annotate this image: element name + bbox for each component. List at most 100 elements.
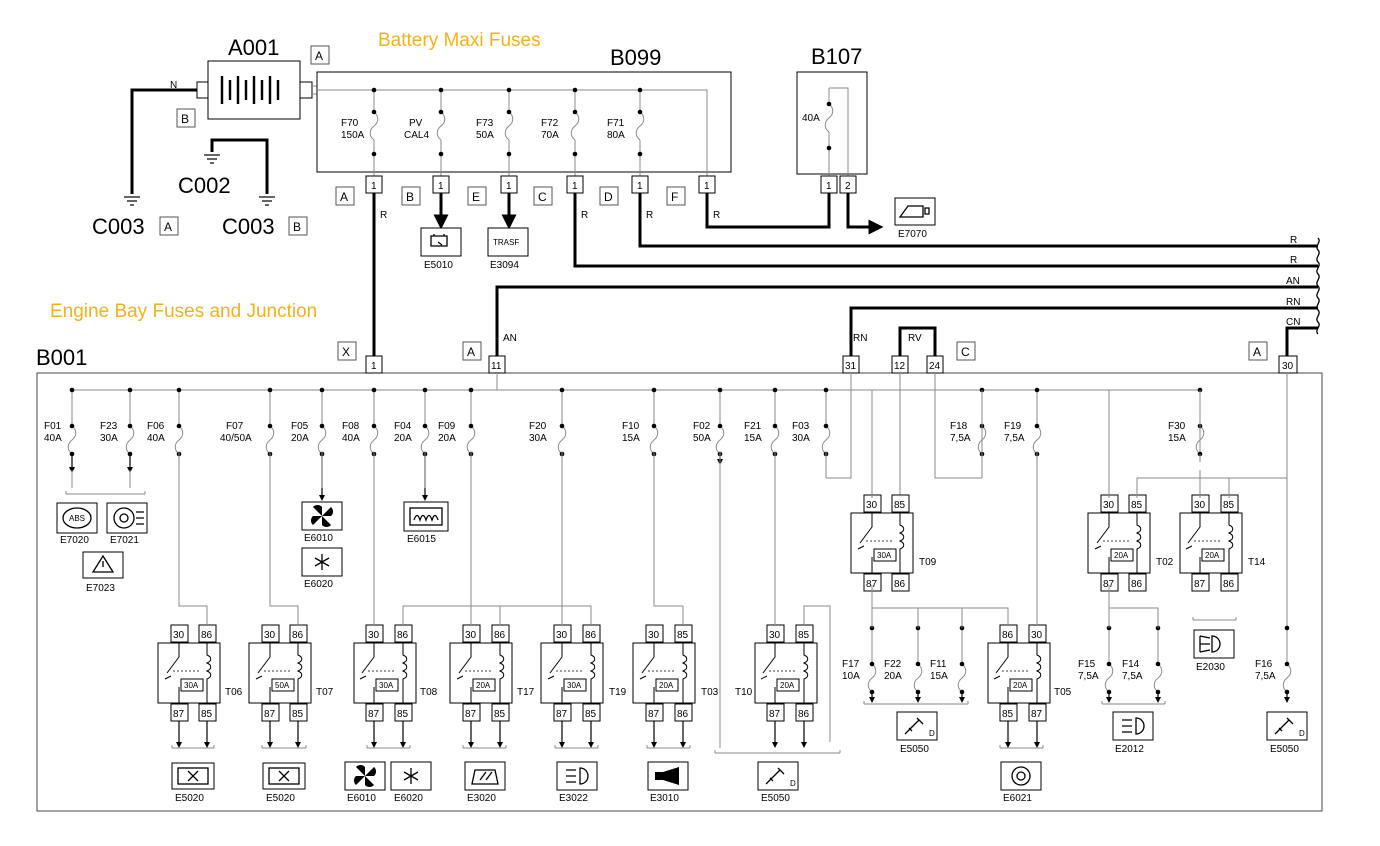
c003b-conn: B: [293, 220, 301, 234]
fuse-id-label: F19: [1004, 421, 1022, 432]
svg-text:86: 86: [201, 630, 213, 641]
relay-id-label: T06: [225, 687, 243, 698]
fuse-id-label: F04: [394, 421, 412, 432]
svg-text:R: R: [646, 210, 653, 221]
fuse-rating-label: 15A: [930, 671, 948, 682]
svg-text:85: 85: [292, 709, 304, 720]
svg-text:30: 30: [866, 500, 878, 511]
relay-id-label: T02: [1156, 557, 1174, 568]
svg-text:B: B: [406, 190, 414, 204]
svg-text:30: 30: [1103, 500, 1115, 511]
f70-rating: 150A: [341, 130, 365, 141]
relay-id-label: T14: [1248, 557, 1266, 568]
svg-text:RV: RV: [908, 333, 922, 344]
svg-text:1: 1: [572, 181, 578, 192]
conn-a-a001: A: [315, 49, 323, 63]
fuse-id-label: F08: [342, 421, 360, 432]
fuse-rating-label: 50A: [693, 433, 711, 444]
device-e2030: E2030: [1193, 629, 1235, 673]
relay-id-label: T08: [420, 687, 438, 698]
device-e5010: E5010: [420, 227, 462, 271]
fuse-rating-label: 15A: [744, 433, 762, 444]
c003b-label: C003: [222, 214, 275, 239]
svg-text:E6020: E6020: [304, 579, 333, 590]
svg-text:87: 87: [556, 709, 568, 720]
fuse-rating-label: 7,5A: [1255, 671, 1276, 682]
device-e7023: E7023: [82, 551, 124, 594]
svg-text:AN: AN: [1286, 276, 1300, 287]
fuse-id-label: F09: [438, 421, 456, 432]
svg-text:86: 86: [677, 709, 689, 720]
svg-text:87: 87: [368, 709, 380, 720]
internal-wiring: [65, 390, 1293, 754]
fuse-rating-label: 30A: [529, 433, 547, 444]
svg-text:86: 86: [585, 630, 597, 641]
relay-id-label: T10: [735, 687, 753, 698]
device-e6010b: E6010: [344, 761, 386, 804]
relay-id-label: T09: [919, 557, 937, 568]
fuse-rating-label: 40/50A: [220, 433, 252, 444]
svg-text:1: 1: [371, 181, 377, 192]
svg-text:E5050: E5050: [1270, 744, 1299, 755]
svg-text:1: 1: [506, 181, 512, 192]
svg-text:E3022: E3022: [559, 793, 588, 804]
svg-text:20A: 20A: [1205, 551, 1220, 560]
b099-pins: 1 1 1 1 1 1 A B E C D F: [335, 175, 716, 206]
svg-text:87: 87: [173, 709, 185, 720]
svg-text:E5050: E5050: [761, 793, 790, 804]
fuse-rating-label: 20A: [394, 433, 412, 444]
relay-id-label: T05: [1054, 687, 1072, 698]
svg-text:E6010: E6010: [347, 793, 376, 804]
device-e6010a: E6010: [301, 501, 343, 544]
svg-text:30A: 30A: [184, 681, 199, 690]
svg-text:C: C: [538, 190, 547, 204]
svg-text:D: D: [790, 779, 796, 788]
svg-text:86: 86: [1002, 630, 1014, 641]
svg-text:30A: 30A: [567, 681, 582, 690]
svg-text:30: 30: [648, 630, 660, 641]
a001-label: A001: [228, 35, 279, 60]
svg-text:85: 85: [1223, 500, 1235, 511]
fuse-id-label: F14: [1122, 659, 1140, 670]
device-e5020a: E5020: [171, 762, 215, 804]
svg-text:24: 24: [929, 361, 941, 372]
svg-text:85: 85: [585, 709, 597, 720]
device-e6020b: E6020: [390, 761, 432, 804]
svg-text:E6015: E6015: [407, 534, 436, 545]
svg-text:E3010: E3010: [650, 793, 679, 804]
svg-text:20A: 20A: [476, 681, 491, 690]
b107-label: B107: [811, 44, 862, 69]
svg-text:R: R: [581, 210, 588, 221]
device-e2012: E2012: [1112, 711, 1154, 755]
svg-text:20A: 20A: [1013, 681, 1028, 690]
b099-label: B099: [610, 45, 661, 70]
device-e5020b: E5020: [262, 762, 306, 804]
b099-fuses: F70 150A PV CAL4 F73 50A F72 70A F71 80A: [341, 87, 645, 176]
fuse-id-label: F16: [1255, 659, 1273, 670]
fuse-id-label: F07: [226, 421, 244, 432]
device-e3094: TRASF E3094: [487, 227, 529, 271]
svg-text:E3020: E3020: [467, 793, 496, 804]
svg-text:85: 85: [798, 630, 810, 641]
svg-text:85: 85: [1002, 709, 1014, 720]
fuse-rating-label: 30A: [792, 433, 810, 444]
svg-text:87: 87: [1103, 579, 1115, 590]
svg-text:E2012: E2012: [1115, 744, 1144, 755]
svg-text:30: 30: [173, 630, 185, 641]
